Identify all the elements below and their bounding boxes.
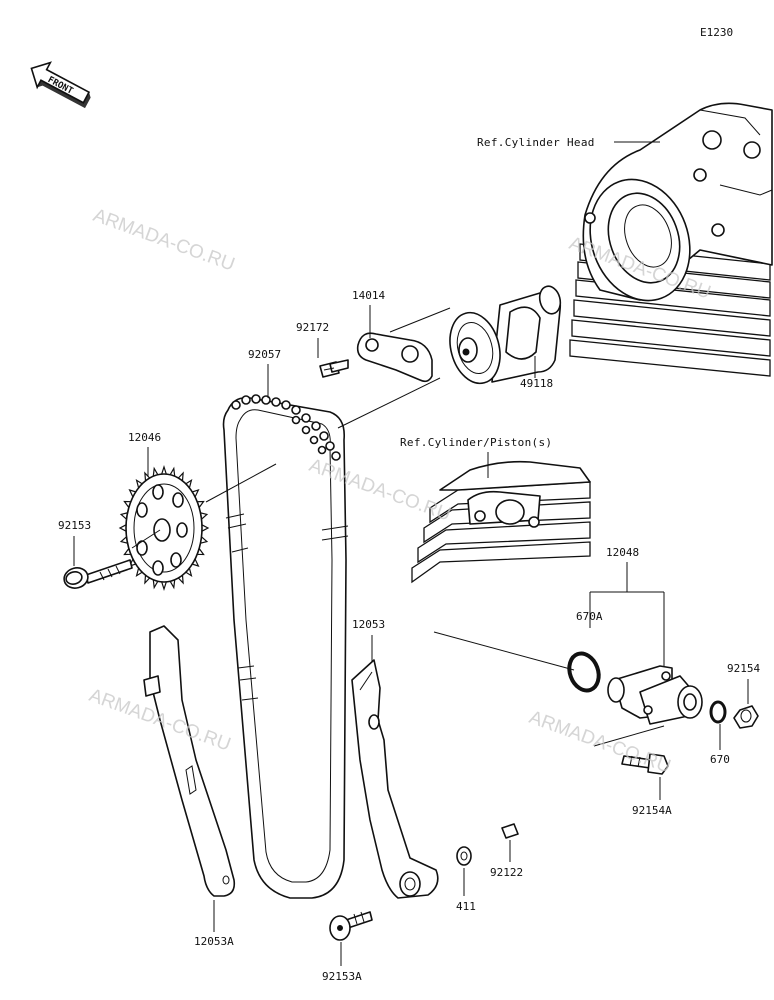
bolt-92153A bbox=[329, 911, 373, 941]
label-92154: 92154 bbox=[727, 662, 760, 675]
sprocket-tooth bbox=[160, 581, 168, 591]
ref-cylinder-piston-label: Ref.Cylinder/Piston(s) bbox=[400, 436, 552, 449]
chain-links-top bbox=[231, 394, 341, 461]
label-92172: 92172 bbox=[296, 321, 329, 334]
diagram-code: E1230 bbox=[700, 26, 733, 39]
label-14014: 14014 bbox=[352, 289, 385, 302]
label-49118: 49118 bbox=[520, 377, 553, 390]
sprocket-tooth bbox=[160, 465, 168, 475]
label-12046: 12046 bbox=[128, 431, 161, 444]
label-92153: 92153 bbox=[58, 519, 91, 532]
sprocket-tooth bbox=[118, 523, 127, 533]
front-arrow-icon: FRONT bbox=[30, 61, 91, 109]
o-ring-670 bbox=[709, 700, 727, 724]
watermark-3: ARMADA-CO.RU bbox=[306, 455, 453, 526]
label-670: 670 bbox=[710, 753, 730, 766]
bolt-92153 bbox=[63, 559, 133, 589]
bolt-92154A bbox=[621, 753, 669, 775]
cylinder-head-illustration bbox=[569, 102, 773, 377]
ref-cylinder-head-label: Ref.Cylinder Head bbox=[477, 136, 595, 149]
chain-guide-12053 bbox=[351, 659, 439, 899]
washer-411 bbox=[456, 846, 472, 866]
sprocket-12046 bbox=[118, 465, 210, 591]
pin-92122 bbox=[501, 823, 519, 839]
screw-92172 bbox=[319, 359, 349, 378]
o-ring-670A bbox=[567, 651, 601, 693]
label-12053A: 12053A bbox=[194, 935, 234, 948]
label-411: 411 bbox=[456, 900, 476, 913]
sprocket-tooth bbox=[201, 523, 210, 533]
cap-bolt-92154 bbox=[733, 705, 759, 729]
watermark-1: ARMADA-CO.RU bbox=[90, 205, 237, 276]
label-670A: 670A bbox=[576, 610, 603, 623]
cylinder-piston-illustration bbox=[411, 460, 591, 584]
camshaft-49118 bbox=[449, 285, 562, 385]
label-12048: 12048 bbox=[606, 546, 639, 559]
label-92057: 92057 bbox=[248, 348, 281, 361]
label-92122: 92122 bbox=[490, 866, 523, 879]
chain-guide-12053A bbox=[143, 625, 236, 897]
label-92154A: 92154A bbox=[632, 804, 672, 817]
label-92153A: 92153A bbox=[322, 970, 362, 983]
cam-chain-92057 bbox=[222, 394, 349, 899]
tensioner-12048 bbox=[607, 665, 703, 725]
cam-plate-14014 bbox=[356, 332, 433, 383]
label-12053: 12053 bbox=[352, 618, 385, 631]
